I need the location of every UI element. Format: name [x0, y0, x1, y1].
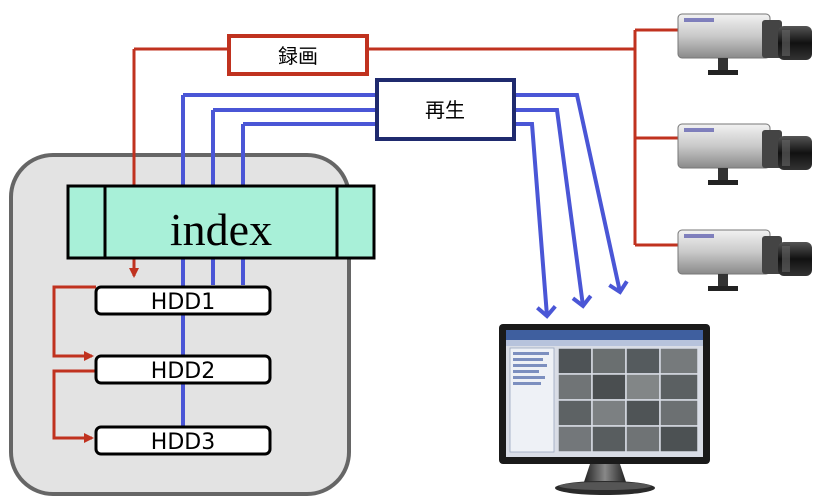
hdd3-box: HDD3 [94, 425, 272, 456]
record-lines [52, 28, 678, 443]
hdd1-label: HDD1 [151, 290, 215, 315]
monitor-icon [499, 324, 710, 495]
hdd1-box: HDD1 [94, 285, 272, 316]
camera-icon [677, 13, 812, 75]
index-label: index [170, 204, 272, 255]
playback-box [375, 78, 516, 141]
hdd2-label: HDD2 [151, 359, 215, 384]
camera-icon [677, 123, 812, 185]
record-label: 録画 [278, 44, 318, 68]
camera-icon [677, 229, 812, 291]
record-box [227, 34, 369, 76]
index-block: index [66, 184, 376, 260]
hdd3-label: HDD3 [151, 430, 215, 455]
hdd2-box: HDD2 [94, 354, 272, 385]
playback-label: 再生 [425, 98, 465, 122]
